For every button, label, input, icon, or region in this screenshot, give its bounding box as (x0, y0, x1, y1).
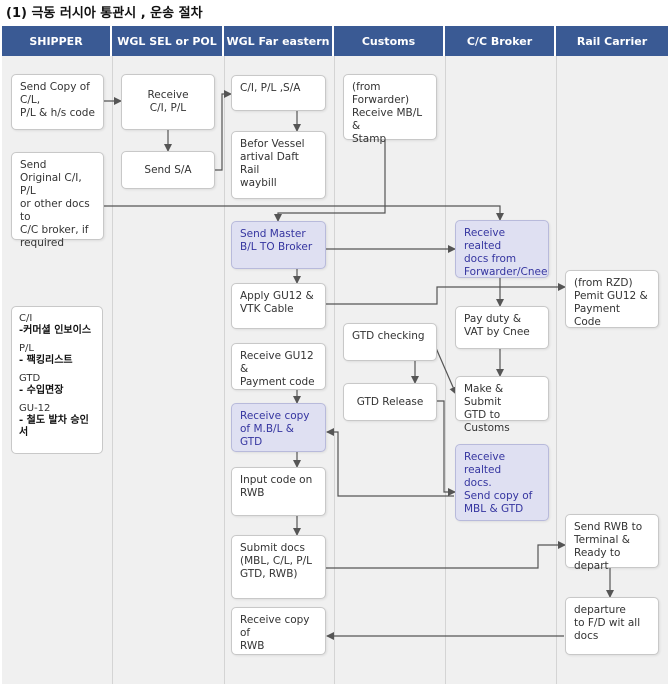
legend-desc: -커머셜 인보이스 (19, 325, 92, 336)
lane-divider (556, 56, 557, 684)
page-title: (1) 극동 러시아 통관시 , 운송 절차 (6, 6, 203, 21)
step-ci-pl-sa: C/I, P/L ,S/A (231, 75, 326, 111)
step-submit-docs: Submit docs (MBL, C/L, P/L GTD, RWB) (231, 535, 326, 599)
step-send-rwb: Send RWB to Terminal & Ready to depart (565, 514, 659, 572)
lane-divider (112, 56, 113, 684)
legend-term: C/I (19, 313, 33, 324)
legend-item: GTD - 수입면장 (19, 373, 95, 397)
step-from-rzd: (from RZD) Pemit GU12 & Payment Code (565, 270, 659, 328)
step-gtd-checking: GTD checking (343, 323, 437, 361)
lane-header-customs: Customs (334, 26, 445, 56)
legend-desc: - 수입면장 (19, 385, 64, 396)
lane-bg-rail-carrier (556, 56, 668, 684)
legend-term: GTD (19, 373, 41, 384)
arrow-release-to-receive-related-send-copy (436, 400, 456, 496)
step-receive-ci-pl: Receive C/I, P/L (121, 74, 215, 130)
lane-divider (334, 56, 335, 684)
arrow-apply-to-rzd (326, 283, 566, 305)
lane-header-wgl-sel: WGL SEL or POL (112, 26, 224, 56)
legend-item: P/L - 팩킹리스트 (19, 343, 95, 367)
arrow-gtd-checking-to-make-submit (435, 347, 457, 395)
legend-item: GU-12 - 철도 발차 승인서 (19, 403, 95, 439)
step-apply-gu12: Apply GU12 & VTK Cable (231, 283, 326, 329)
step-gtd-release: GTD Release (343, 383, 437, 421)
step-receive-related-send-copy: Receive realted docs. Send copy of MBL &… (455, 444, 549, 521)
arrow-send-original-to-broker (104, 205, 504, 221)
legend-desc: - 팩킹리스트 (19, 355, 73, 366)
legend-term: GU-12 (19, 403, 51, 414)
step-input-code: Input code on RWB (231, 467, 326, 516)
step-send-copy: Send Copy of C/L, P/L & h/s code (11, 74, 104, 130)
step-receive-copy-rwb: Receive copy of RWB (231, 607, 326, 655)
step-before-vessel: Befor Vessel artival Daft Rail waybill (231, 131, 326, 199)
step-departure: departure to F/D wit all docs (565, 597, 659, 655)
legend-term: P/L (19, 343, 34, 354)
lane-header-wgl-far-eastern: WGL Far eastern (224, 26, 334, 56)
step-receive-related-docs: Receive realted docs from Forwarder/Cnee (455, 220, 549, 278)
step-receive-copy-mbl: Receive copy of M.B/L & GTD (231, 403, 326, 452)
lane-header-cc-broker: C/C Broker (445, 26, 556, 56)
step-pay-duty: Pay duty & VAT by Cnee (455, 306, 549, 349)
arrow-from-forwarder-to-send-master (274, 140, 386, 222)
step-receive-gu12: Receive GU12 & Payment code (231, 343, 326, 390)
arrow-send-sa-to-ci-pl-sa (215, 90, 232, 171)
abbreviation-legend: C/I -커머셜 인보이스 P/L - 팩킹리스트 GTD - 수입면장 GU-… (11, 306, 103, 454)
legend-desc: - 철도 발차 승인서 (19, 415, 89, 438)
step-send-original: Send Original C/I, P/L or other docs to … (11, 152, 104, 249)
step-send-master-bl: Send Master B/L TO Broker (231, 221, 326, 269)
lane-divider (224, 56, 225, 684)
step-send-sa: Send S/A (121, 151, 215, 189)
step-from-forwarder: (from Forwarder) Receive MB/L & Stamp (343, 74, 437, 145)
arrow-submit-docs-to-send-rwb (326, 541, 566, 569)
lane-header-shipper: SHIPPER (2, 26, 112, 56)
step-make-submit-gtd: Make & Submit GTD to Customs (455, 376, 549, 434)
legend-item: C/I -커머셜 인보이스 (19, 313, 95, 337)
lane-bg-customs (334, 56, 445, 684)
lane-header-rail-carrier: Rail Carrier (556, 26, 668, 56)
arrow-receive-related-send-copy-to-receive-copy-mbl (326, 428, 454, 497)
